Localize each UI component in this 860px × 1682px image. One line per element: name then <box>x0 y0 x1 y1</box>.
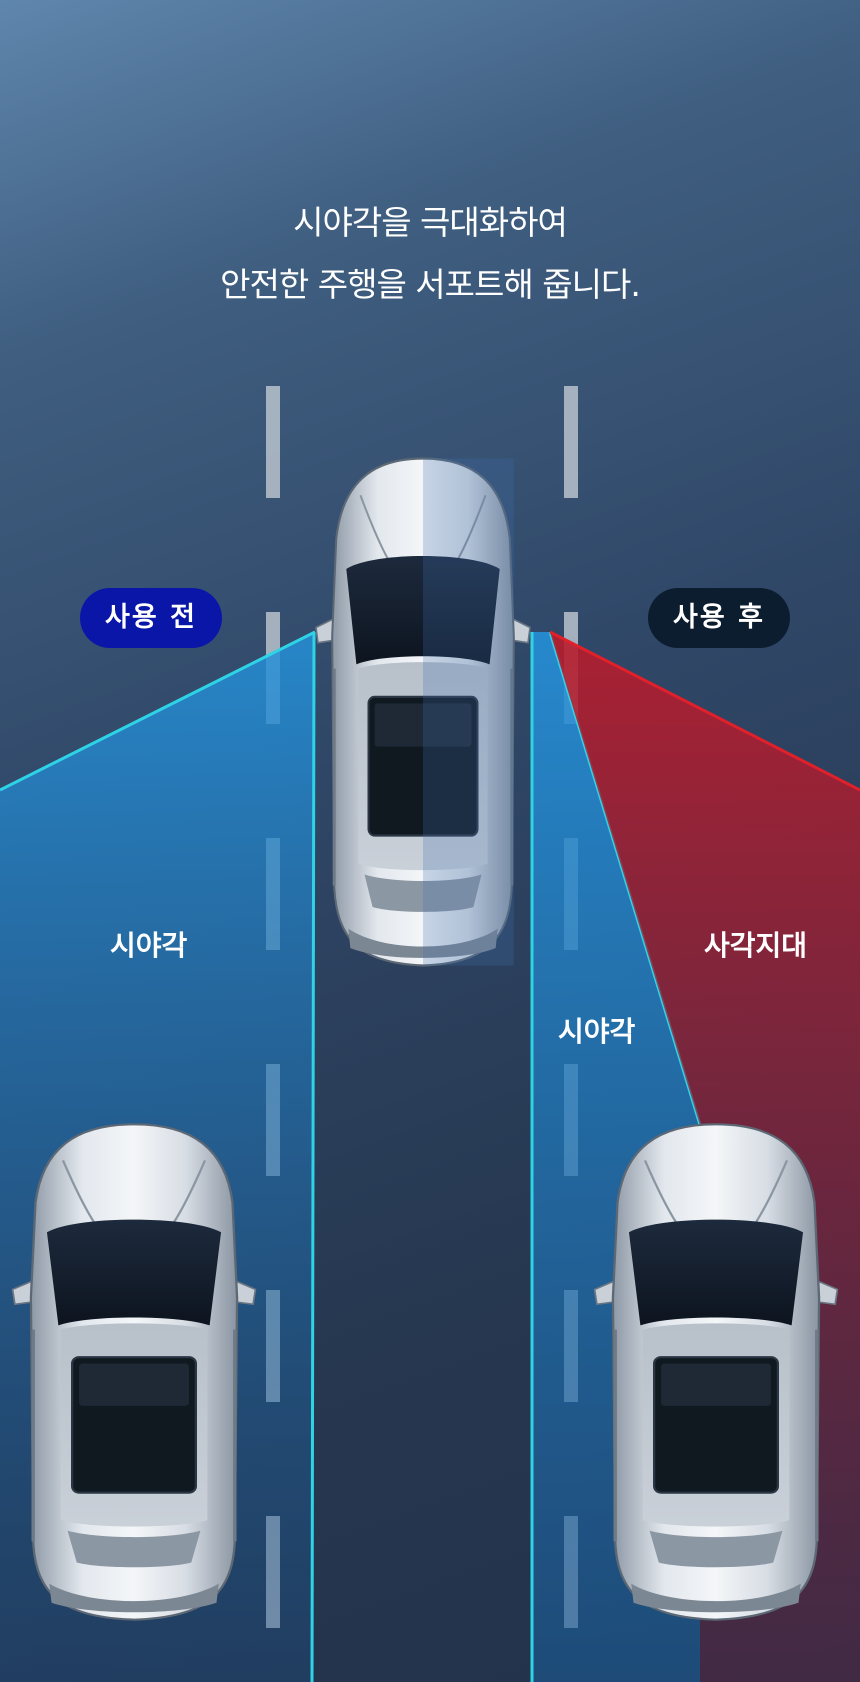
blind-edge <box>549 630 860 792</box>
label-blind-spot: 사각지대 <box>704 929 808 962</box>
car-right <box>595 1124 838 1619</box>
headline-line-1: 시야각을 극대화하여 <box>293 203 568 242</box>
view-edge-left-outer <box>0 630 316 792</box>
car-left <box>13 1124 256 1619</box>
view-edge-left-inner <box>310 631 316 1682</box>
car-main <box>316 459 530 966</box>
label-view-angle-right: 시야각 <box>558 1015 636 1048</box>
badge-after: 사용 후 <box>648 588 790 648</box>
label-view-angle-left: 시야각 <box>110 929 188 962</box>
badge-before: 사용 전 <box>80 588 222 648</box>
headline-line-2: 안전한 주행을 서포트해 줍니다. <box>220 265 641 304</box>
